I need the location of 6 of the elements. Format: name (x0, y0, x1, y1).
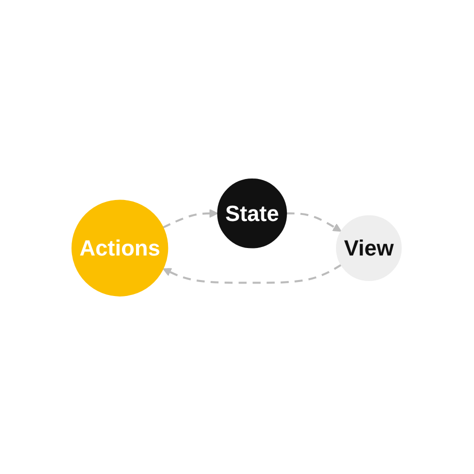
arrow (286, 212, 342, 232)
node-circle: State (218, 178, 288, 248)
arrow (163, 264, 342, 284)
arrow (162, 208, 218, 228)
node-circle: View (336, 214, 402, 280)
node-circle: Actions (72, 199, 169, 296)
